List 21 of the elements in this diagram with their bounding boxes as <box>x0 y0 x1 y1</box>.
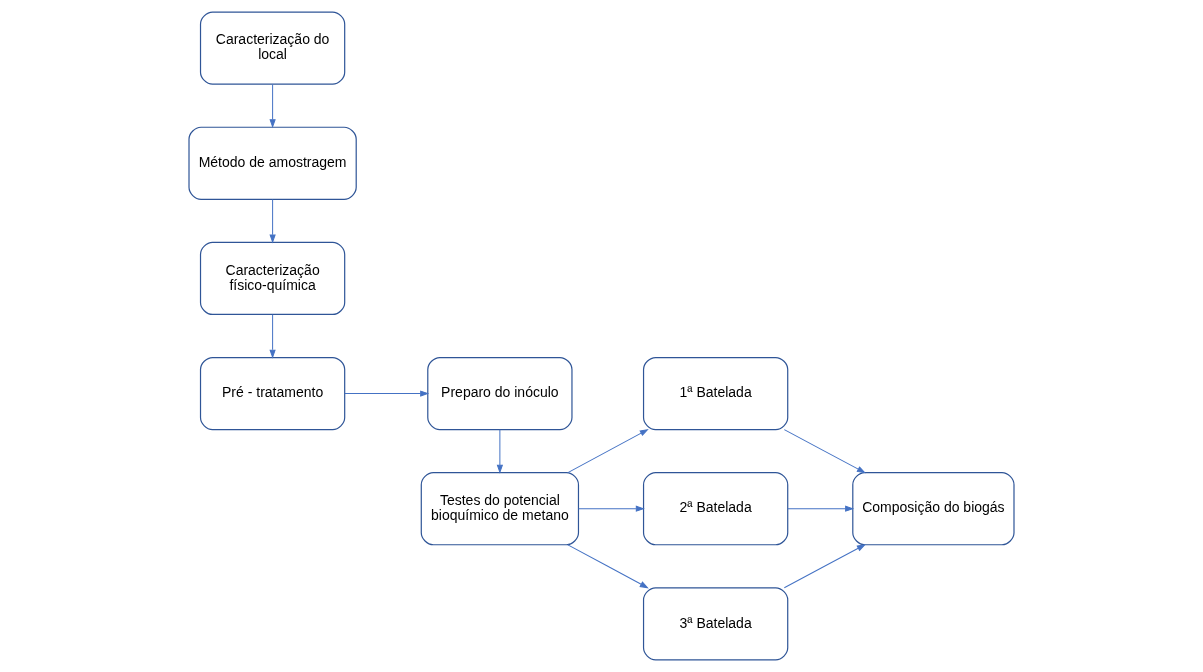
node-box: Caracterização do local <box>199 11 346 85</box>
node-box: 2ª Batelada <box>642 472 789 546</box>
arrow <box>344 390 429 397</box>
node-box: Testes do potencial bioquímico de metano <box>420 472 580 546</box>
arrow <box>787 505 854 512</box>
arrow <box>567 429 648 474</box>
arrow <box>567 544 648 589</box>
node-box: Método de amostragem <box>188 126 357 200</box>
node-box: Caracterização físico-química <box>199 241 346 316</box>
arrow <box>269 199 276 243</box>
node-box: Pré - tratamento <box>199 356 346 431</box>
arrow <box>269 83 276 128</box>
arrow <box>783 544 866 589</box>
arrow <box>783 429 866 473</box>
arrow <box>269 314 276 358</box>
node-box: Preparo do inóculo <box>427 356 573 431</box>
arrow <box>496 429 503 473</box>
arrow <box>578 505 644 512</box>
node-box: 1ª Batelada <box>642 356 789 431</box>
node-box: 3ª Batelada <box>642 587 789 661</box>
node-box: Composição do biogás <box>852 472 1015 546</box>
